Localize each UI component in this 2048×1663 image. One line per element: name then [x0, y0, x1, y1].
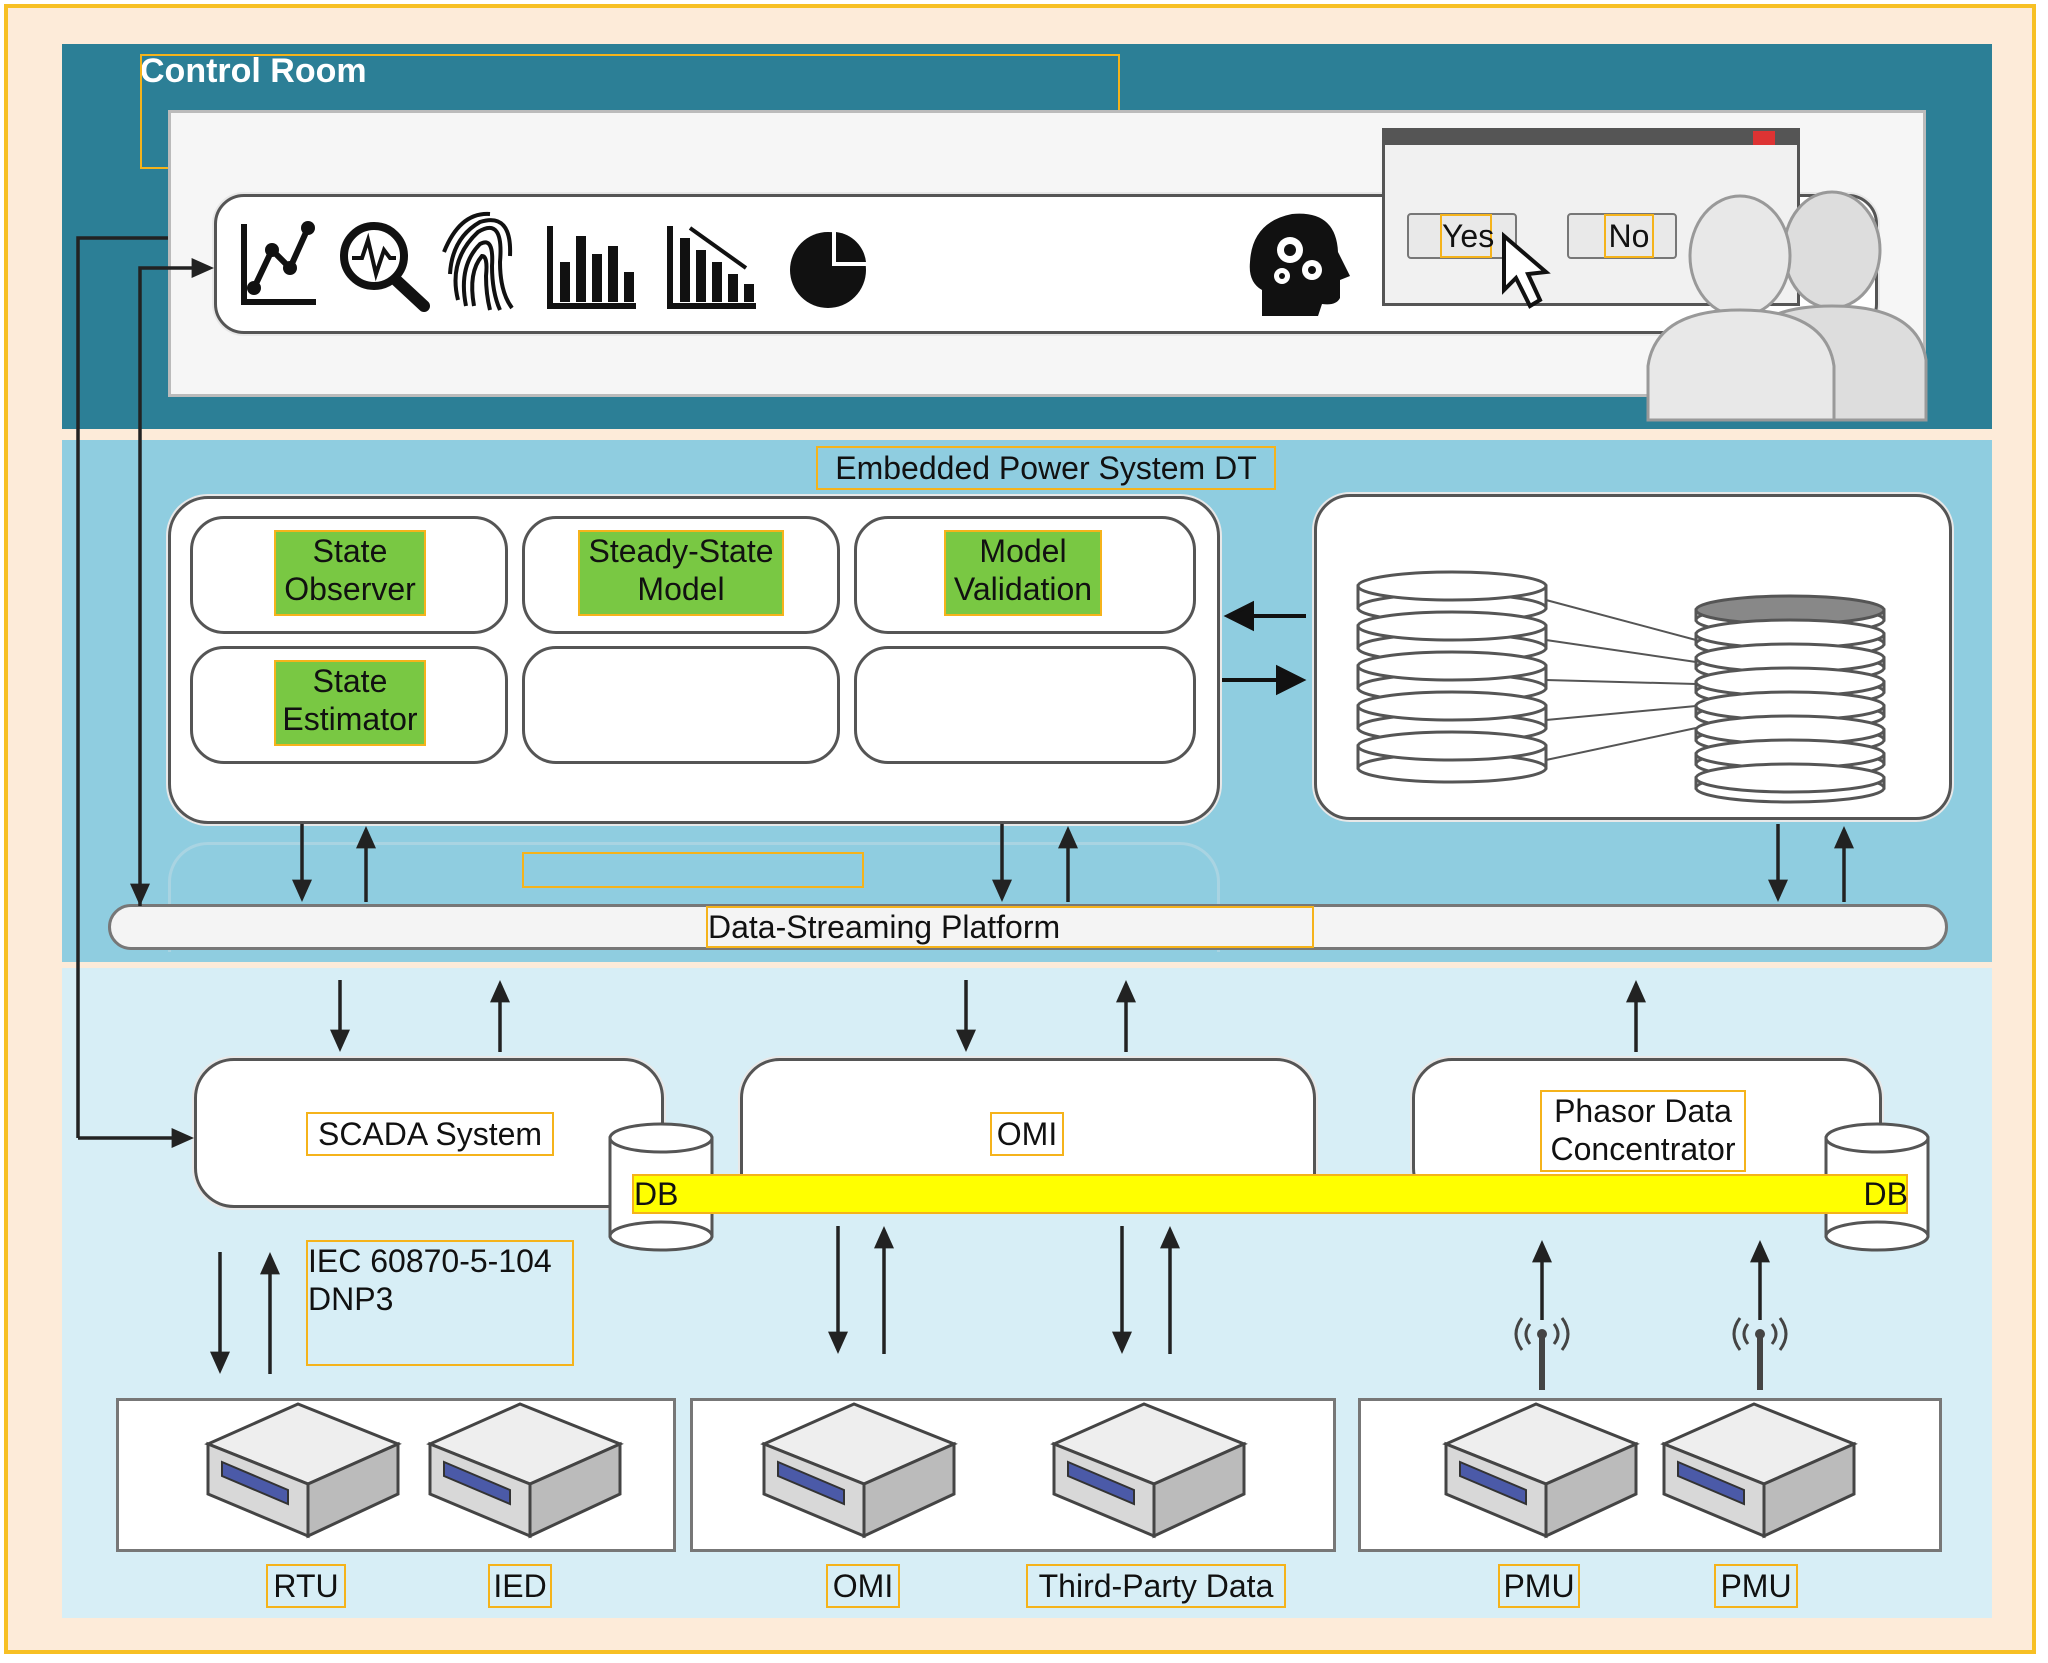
steady-state-model-label: Steady-State Model [578, 530, 784, 616]
device-group-pmu [1358, 1398, 1942, 1552]
omi-device-label: OMI [826, 1564, 900, 1608]
no-button-label: No [1604, 214, 1654, 258]
omi-system-label: OMI [990, 1112, 1064, 1156]
ied-label: IED [488, 1564, 552, 1608]
pmu-2-label: PMU [1714, 1564, 1798, 1608]
module-empty-2 [854, 646, 1196, 764]
third-party-label: Third-Party Data [1026, 1564, 1286, 1608]
db-label-right: DB [1863, 1176, 1908, 1212]
scada-box [194, 1058, 664, 1208]
yes-button-label: Yes [1440, 214, 1494, 258]
state-estimator-label: State Estimator [274, 660, 426, 746]
state-observer-label: State Observer [274, 530, 426, 616]
empty-label-outline [522, 852, 864, 888]
module-empty-1 [522, 646, 840, 764]
device-group-rtu-ied [116, 1398, 676, 1552]
dt-title: Embedded Power System DT [816, 446, 1276, 490]
no-button[interactable] [1567, 213, 1677, 259]
close-icon[interactable] [1753, 131, 1775, 145]
model-validation-label: Model Validation [944, 530, 1102, 616]
db-bus [632, 1174, 1908, 1214]
data-streaming-platform-label: Data-Streaming Platform [706, 906, 1314, 948]
rtu-label: RTU [266, 1564, 346, 1608]
device-group-omi [690, 1398, 1336, 1552]
data-streaming-platform [108, 904, 1948, 950]
scada-label: SCADA System [306, 1112, 554, 1156]
control-room-title: Control Room [140, 52, 367, 90]
protocol-label: IEC 60870-5-104 DNP3 [306, 1240, 574, 1366]
pmu-1-label: PMU [1498, 1564, 1580, 1608]
db-label-left: DB [634, 1176, 679, 1212]
database-panel [1314, 494, 1952, 820]
pdc-label: Phasor Data Concentrator [1540, 1090, 1746, 1172]
